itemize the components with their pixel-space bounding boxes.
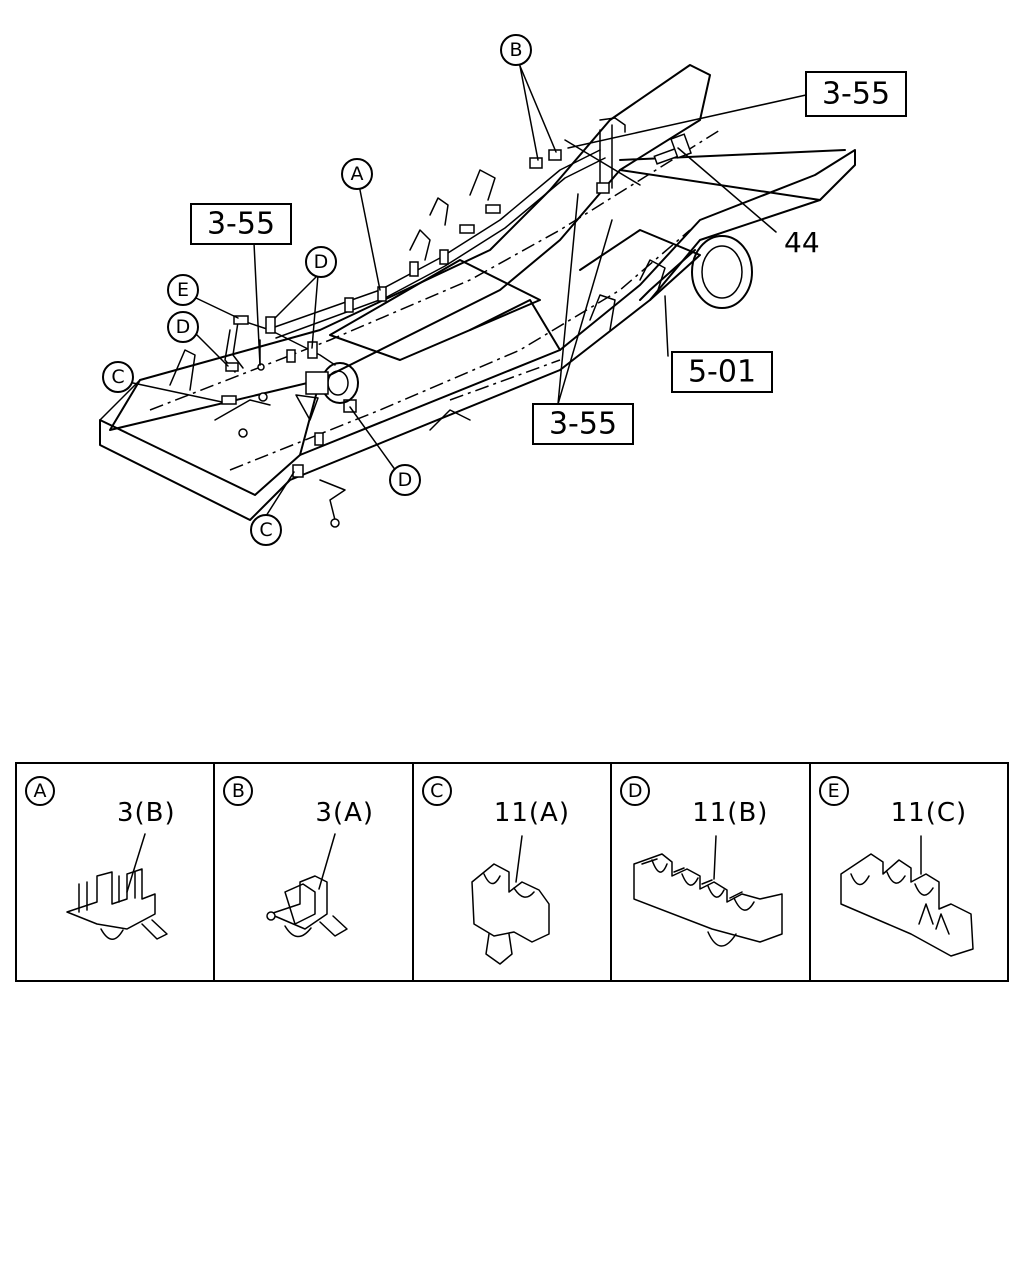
ref-box-top-right-label: 3-55 — [822, 77, 890, 112]
legend-letter-a: A — [25, 776, 55, 806]
clip-11c-illustration — [839, 835, 974, 957]
clip-3b-illustration — [66, 833, 168, 940]
ref-box-top-right[interactable]: 3-55 — [805, 71, 907, 117]
clip-11b-illustration — [633, 835, 783, 947]
legend-part-a: 3(B) — [117, 798, 176, 828]
legend-cell-b: B 3(A) — [215, 764, 414, 980]
ref-box-left-label: 3-55 — [207, 207, 275, 242]
callout-c1[interactable]: C — [102, 361, 134, 393]
ref-box-left[interactable]: 3-55 — [190, 203, 292, 245]
bolt-44 — [653, 133, 692, 165]
callout-b-label: B — [509, 39, 522, 61]
ref-box-frame[interactable]: 5-01 — [671, 351, 773, 393]
callout-d3[interactable]: D — [389, 464, 421, 496]
callout-a-label: A — [351, 163, 364, 185]
legend-part-c: 11(A) — [493, 798, 570, 828]
callout-e-label: E — [177, 279, 189, 301]
legend-cell-a: A 3(B) — [17, 764, 216, 980]
ref-box-bottom-label: 3-55 — [549, 407, 617, 442]
legend-letter-c: C — [421, 776, 452, 806]
callout-c2-label: C — [259, 519, 272, 541]
pipe-clips — [221, 149, 610, 478]
callout-d2-label: D — [176, 316, 191, 338]
brake-pipes — [214, 124, 641, 521]
callout-d3-label: D — [398, 469, 413, 491]
callout-d1-label: D — [314, 251, 329, 273]
clip-legend-table: A 3(B) B 3(A) C 11(A) D — [15, 762, 1009, 982]
legend-part-d: 11(B) — [692, 798, 769, 828]
callout-a[interactable]: A — [341, 158, 373, 190]
clip-11a-illustration — [471, 835, 550, 965]
callout-c1-label: C — [111, 366, 124, 388]
callout-c2[interactable]: C — [250, 514, 282, 546]
part-number-44: 44 — [784, 226, 820, 259]
legend-letter-d: D — [620, 776, 651, 806]
callout-d1[interactable]: D — [305, 246, 337, 278]
legend-part-e: 11(C) — [890, 798, 968, 828]
legend-cell-e: E 11(C) — [811, 764, 1007, 980]
ref-box-bottom[interactable]: 3-55 — [532, 403, 634, 445]
callout-e[interactable]: E — [167, 274, 199, 306]
chassis-frame — [99, 64, 856, 521]
callout-d2[interactable]: D — [167, 311, 199, 343]
leader-lines — [132, 65, 807, 517]
legend-letter-e: E — [818, 776, 849, 806]
rear-axle — [639, 235, 753, 309]
legend-cell-d: D 11(B) — [612, 764, 811, 980]
clip-3a-illustration — [266, 833, 349, 938]
ref-box-frame-label: 5-01 — [688, 355, 756, 390]
legend-letter-b: B — [223, 776, 254, 806]
legend-cell-c: C 11(A) — [414, 764, 613, 980]
chassis-brake-pipe-diagram: 3-55 3-55 3-55 5-01 44 B A D E D C D — [99, 34, 907, 546]
brake-booster — [295, 362, 359, 421]
legend-part-b: 3(A) — [315, 798, 375, 828]
callout-b[interactable]: B — [500, 34, 532, 66]
